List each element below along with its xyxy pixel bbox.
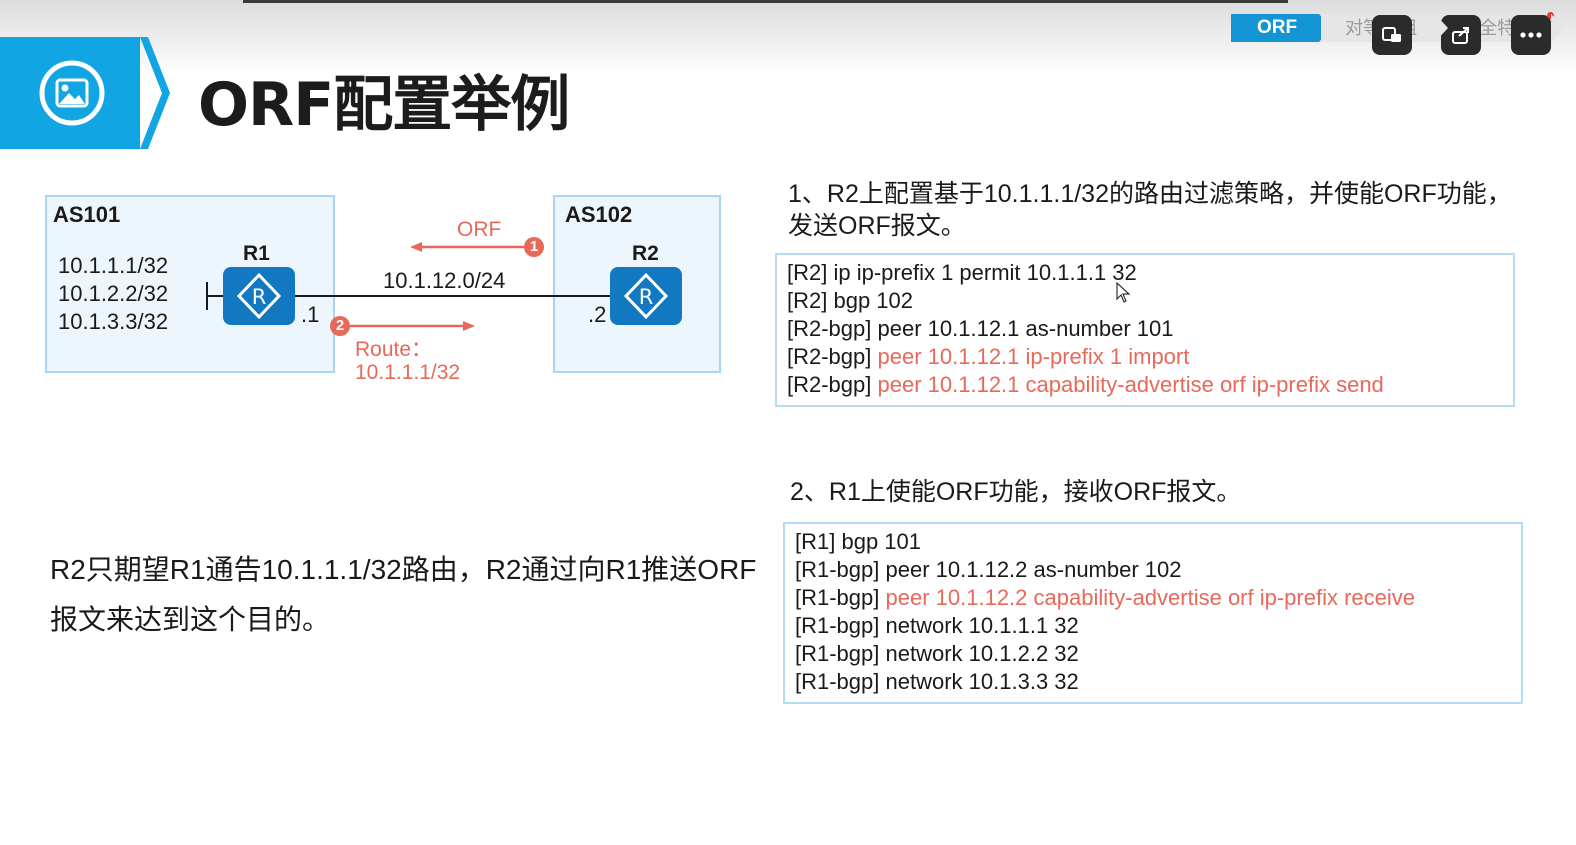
orf-arrowhead xyxy=(410,242,422,252)
highlighted-command: peer 10.1.12.1 capability-advertise orf … xyxy=(877,372,1384,397)
highlighted-command: peer 10.1.12.1 ip-prefix 1 import xyxy=(877,344,1190,369)
code-line: [R2-bgp] peer 10.1.12.1 as-number 101 xyxy=(787,316,1174,341)
more-icon xyxy=(1520,32,1542,38)
svg-text:R: R xyxy=(252,285,267,309)
route-arrowhead xyxy=(463,321,475,331)
r2-label: R2 xyxy=(632,242,659,265)
image-icon xyxy=(39,60,105,126)
as102-box xyxy=(553,195,721,373)
link-subnet: 10.1.12.0/24 xyxy=(383,268,506,293)
prefix-2: 10.1.2.2/32 xyxy=(58,281,169,306)
code-line: [R1-bgp] peer 10.1.12.2 as-number 102 xyxy=(795,557,1182,582)
picture-in-picture-icon xyxy=(1382,27,1401,42)
code-line: [R2] ip ip-prefix 1 permit 10.1.1.1 32 xyxy=(787,260,1137,285)
prefix-3: 10.1.3.3/32 xyxy=(58,309,169,334)
as102-label: AS102 xyxy=(565,202,633,227)
code-line: [R1-bgp] network 10.1.1.1 32 xyxy=(795,613,1079,638)
share-icon xyxy=(1452,27,1469,44)
scenario-description: R2只期望R1通告10.1.1.1/32路由，R2通过向R1推送ORF报文来达到… xyxy=(50,554,757,635)
header-chevron xyxy=(140,37,170,149)
svg-text:R: R xyxy=(639,285,654,309)
prefix-1: 10.1.1.1/32 xyxy=(58,253,169,278)
header-band xyxy=(0,37,140,149)
r1-label: R1 xyxy=(243,242,270,265)
highlighted-command: peer 10.1.12.2 capability-advertise orf … xyxy=(885,585,1416,610)
orf-label: ORF xyxy=(457,218,502,241)
topology-lines xyxy=(206,242,612,331)
video-progress-bar[interactable] xyxy=(243,0,1288,3)
step2-title: 2、R1上使能ORF功能，接收ORF报文。 xyxy=(790,478,1242,506)
route-label: Route： xyxy=(355,338,433,361)
code-line: [R1-bgp] network 10.1.3.3 32 xyxy=(795,669,1079,694)
step-badge-2: 2 xyxy=(330,316,350,336)
crumb-orf[interactable]: ORF xyxy=(1231,14,1333,42)
router-r2[interactable]: R xyxy=(610,267,682,325)
code-line: [R1-bgp] peer 10.1.12.2 capability-adver… xyxy=(795,585,1416,610)
more-options-button[interactable] xyxy=(1511,15,1551,55)
step1-code-box: [R2] ip ip-prefix 1 permit 10.1.1.1 32 [… xyxy=(775,253,1515,407)
step1-title: 1、R2上配置基于10.1.1.1/32的路由过滤策略，并使能ORF功能，发送O… xyxy=(788,180,1512,240)
router-icon: R xyxy=(623,272,669,320)
code-line: [R2-bgp] peer 10.1.12.1 ip-prefix 1 impo… xyxy=(787,344,1190,369)
step-badge-1: 1 xyxy=(524,237,544,257)
r2-port-label: .2 xyxy=(588,302,607,327)
route-value: 10.1.1.1/32 xyxy=(355,361,461,384)
router-icon: R xyxy=(236,272,282,320)
step2-code-box: [R1] bgp 101 [R1-bgp] peer 10.1.12.2 as-… xyxy=(783,522,1523,704)
as101-label: AS101 xyxy=(53,202,121,227)
mouse-cursor-icon xyxy=(1116,282,1131,303)
router-r1[interactable]: R xyxy=(223,267,295,325)
code-line: [R2-bgp] peer 10.1.12.1 capability-adver… xyxy=(787,372,1384,397)
floating-window-button[interactable] xyxy=(1372,15,1412,55)
code-line: [R1] bgp 101 xyxy=(795,529,922,554)
r1-port-label: .1 xyxy=(301,302,320,327)
code-line: [R2] bgp 102 xyxy=(787,288,914,313)
code-line: [R1-bgp] network 10.1.2.2 32 xyxy=(795,641,1079,666)
page-title: ORF配置举例 xyxy=(198,70,570,140)
